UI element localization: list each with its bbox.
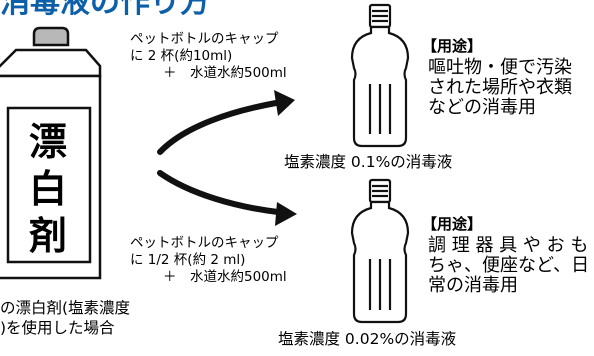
arrow-to-top-solution-icon xyxy=(157,90,295,155)
bleach-caption-line2: )を使用した場合 xyxy=(0,319,115,337)
usage-top-line3: などの消毒用 xyxy=(428,97,536,118)
recipe-bottom-line3: ＋ 水道水約500ml xyxy=(163,269,287,285)
usage-bottom-heading: 【用途】 xyxy=(422,215,483,233)
bleach-bottle-icon xyxy=(0,26,102,280)
recipe-top-line1: ペットボトルのキャップ xyxy=(130,31,279,47)
usage-bottom-line1: 調 理 器 具 や お も xyxy=(428,235,589,256)
page-title: 消毒液の作り方 xyxy=(0,0,210,20)
pet-bottle-bottom-icon xyxy=(350,178,410,324)
usage-bottom-line2: ちゃ、便座など、日 xyxy=(428,255,590,276)
solution-top-caption: 塩素濃度 0.1%の消毒液 xyxy=(284,153,453,171)
pet-bottle-top-icon xyxy=(350,3,410,148)
arrow-to-bottom-solution-icon xyxy=(157,170,297,226)
solution-bottom-caption: 塩素濃度 0.02%の消毒液 xyxy=(278,330,457,348)
usage-top-line1: 嘔吐物・便で汚染 xyxy=(428,57,572,78)
bleach-caption-line1: の漂白剤(塩素濃度 xyxy=(0,299,131,317)
bleach-label-char-1: 漂 xyxy=(29,120,68,164)
usage-top-heading: 【用途】 xyxy=(422,37,483,55)
bleach-label-char-2: 白 xyxy=(29,167,68,211)
recipe-bottom-line1: ペットボトルのキャップ xyxy=(130,235,279,251)
recipe-bottom-line2: に 1/2 杯(約 2 ml) xyxy=(130,252,246,268)
recipe-top-line3: ＋ 水道水約500ml xyxy=(163,65,287,81)
usage-top-line2: された場所や衣類 xyxy=(428,77,572,98)
recipe-top-line2: に 2 杯(約10ml) xyxy=(130,48,233,64)
bleach-label-char-3: 剤 xyxy=(29,214,68,258)
usage-bottom-line3: 常の消毒用 xyxy=(428,275,518,296)
